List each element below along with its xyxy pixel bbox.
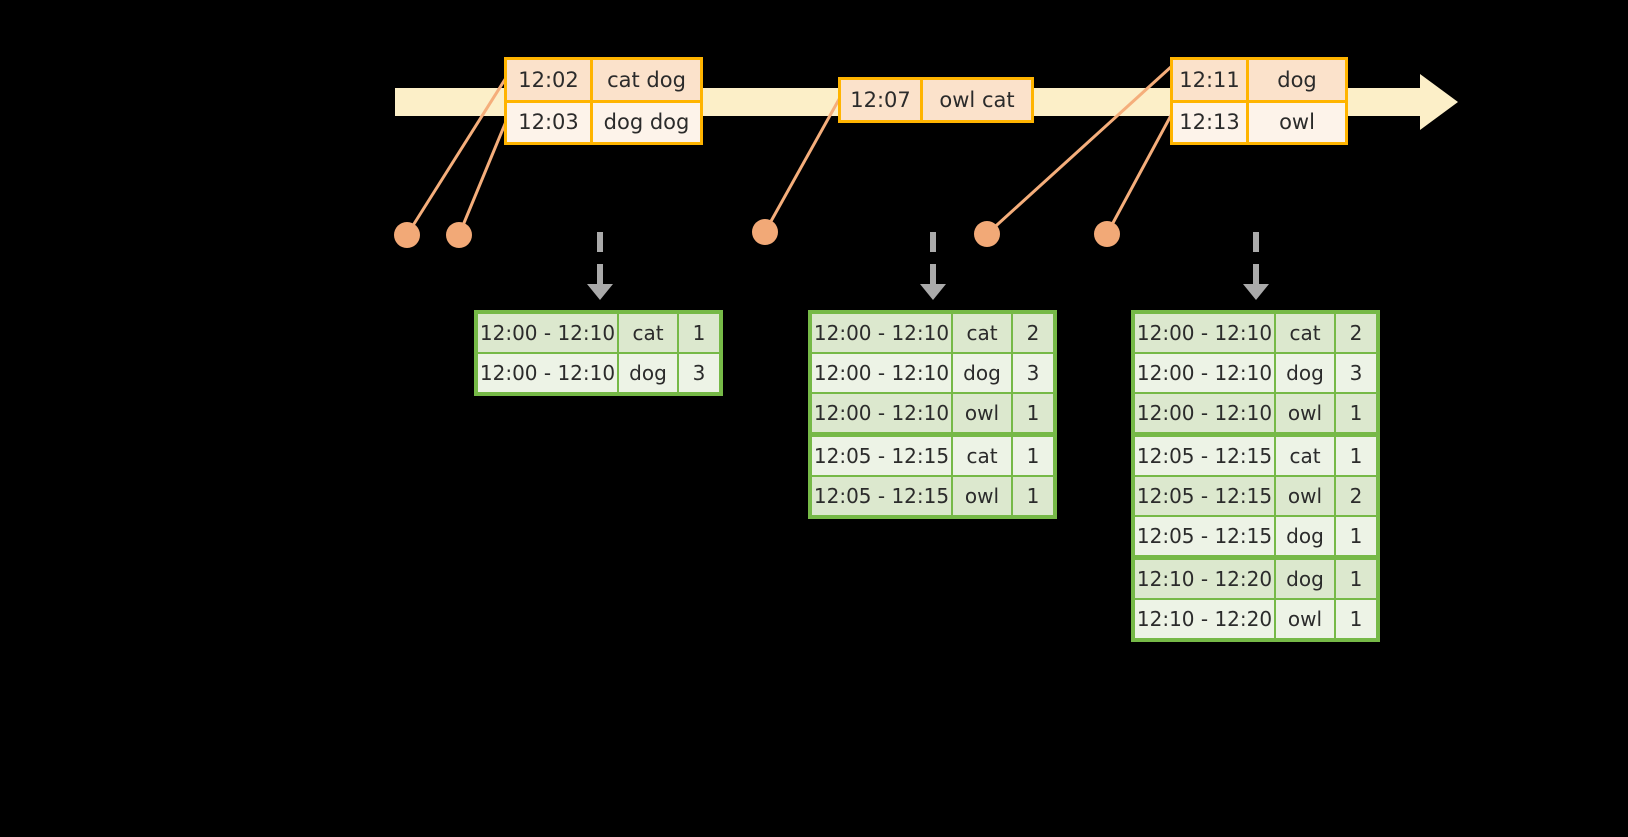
event-time: 12:02 <box>507 60 593 100</box>
table-cell-count: 2 <box>1336 477 1376 515</box>
table-cell-window: 12:05 - 12:15 <box>812 477 951 515</box>
event-words: owl <box>1279 110 1315 135</box>
event-marker-dot[interactable] <box>752 219 778 245</box>
table-cell-word: dog <box>619 354 677 392</box>
table-cell-count: 1 <box>1013 477 1053 515</box>
timeline-event-box-b[interactable]: 12:07 owl cat <box>838 77 1034 123</box>
table-cell-word: dog <box>1276 560 1334 598</box>
table-cell-word: dog <box>1276 517 1334 555</box>
event-time: 12:07 <box>841 80 923 120</box>
table-cell-count: 1 <box>1336 394 1376 432</box>
table-cell-word: cat <box>1276 437 1334 475</box>
event-marker-dot[interactable] <box>446 222 472 248</box>
event-words: cat dog <box>607 67 686 92</box>
table-cell-window: 12:05 - 12:15 <box>1135 517 1274 555</box>
timeline-event-box-a[interactable]: 12:02 cat dog 12:03 dog dog <box>504 57 703 145</box>
table-cell-window: 12:00 - 12:10 <box>1135 394 1274 432</box>
table-cell-word: dog <box>1276 354 1334 392</box>
timeline-event-row: 12:02 cat dog <box>507 60 700 100</box>
timeline-event-row: 12:07 owl cat <box>841 80 1031 120</box>
timeline-arrowhead-icon <box>1420 74 1458 130</box>
table-cell-window: 12:10 - 12:20 <box>1135 600 1274 638</box>
table-cell-window: 12:05 - 12:15 <box>812 437 951 475</box>
event-marker-dot[interactable] <box>394 222 420 248</box>
event-time: 12:03 <box>507 102 593 142</box>
event-time: 12:13 <box>1173 102 1249 142</box>
table-cell-word: owl <box>953 394 1011 432</box>
table-cell-window: 12:00 - 12:10 <box>812 354 951 392</box>
table-cell-word: owl <box>1276 394 1334 432</box>
event-words: owl cat <box>939 88 1015 112</box>
event-marker-dot[interactable] <box>974 221 1000 247</box>
table-cell-word: owl <box>953 477 1011 515</box>
table-cell-count: 3 <box>679 354 719 392</box>
table-cell-window: 12:05 - 12:15 <box>1135 437 1274 475</box>
table-cell-word: owl <box>1276 600 1334 638</box>
table-cell-window: 12:00 - 12:10 <box>478 354 617 392</box>
table-cell-window: 12:00 - 12:10 <box>812 314 951 352</box>
table-cell-count: 1 <box>1336 600 1376 638</box>
timeline-event-box-c[interactable]: 12:11 dog 12:13 owl <box>1170 57 1348 145</box>
table-cell-count: 2 <box>1336 314 1376 352</box>
dashed-arrow-head-icon <box>587 284 613 300</box>
dashed-arrow-head-icon <box>1243 284 1269 300</box>
table-cell-word: owl <box>1276 477 1334 515</box>
event-words: dog dog <box>603 110 690 135</box>
table-cell-window: 12:00 - 12:10 <box>1135 354 1274 392</box>
dashed-arrow-head-icon <box>920 284 946 300</box>
table-cell-window: 12:10 - 12:20 <box>1135 560 1274 598</box>
table-cell-count: 1 <box>1336 517 1376 555</box>
table-cell-window: 12:00 - 12:10 <box>1135 314 1274 352</box>
table-cell-word: cat <box>1276 314 1334 352</box>
table-cell-count: 1 <box>1013 437 1053 475</box>
table-cell-word: cat <box>953 437 1011 475</box>
event-marker-dot[interactable] <box>1094 221 1120 247</box>
table-cell-count: 1 <box>1336 560 1376 598</box>
event-time: 12:11 <box>1173 60 1249 100</box>
timeline-event-row: 12:11 dog <box>1173 60 1345 100</box>
table-cell-count: 1 <box>679 314 719 352</box>
table-cell-count: 3 <box>1336 354 1376 392</box>
table-cell-count: 1 <box>1336 437 1376 475</box>
table-cell-window: 12:00 - 12:10 <box>478 314 617 352</box>
table-cell-window: 12:05 - 12:15 <box>1135 477 1274 515</box>
table-cell-count: 1 <box>1013 394 1053 432</box>
table-cell-word: cat <box>619 314 677 352</box>
timeline-event-row: 12:03 dog dog <box>507 99 700 142</box>
table-cell-word: cat <box>953 314 1011 352</box>
event-words: dog <box>1277 67 1317 92</box>
leader-line <box>1105 107 1177 235</box>
table-cell-count: 2 <box>1013 314 1053 352</box>
table-cell-word: dog <box>953 354 1011 392</box>
timeline-event-row: 12:13 owl <box>1173 99 1345 142</box>
table-cell-count: 3 <box>1013 354 1053 392</box>
table-cell-window: 12:00 - 12:10 <box>812 394 951 432</box>
